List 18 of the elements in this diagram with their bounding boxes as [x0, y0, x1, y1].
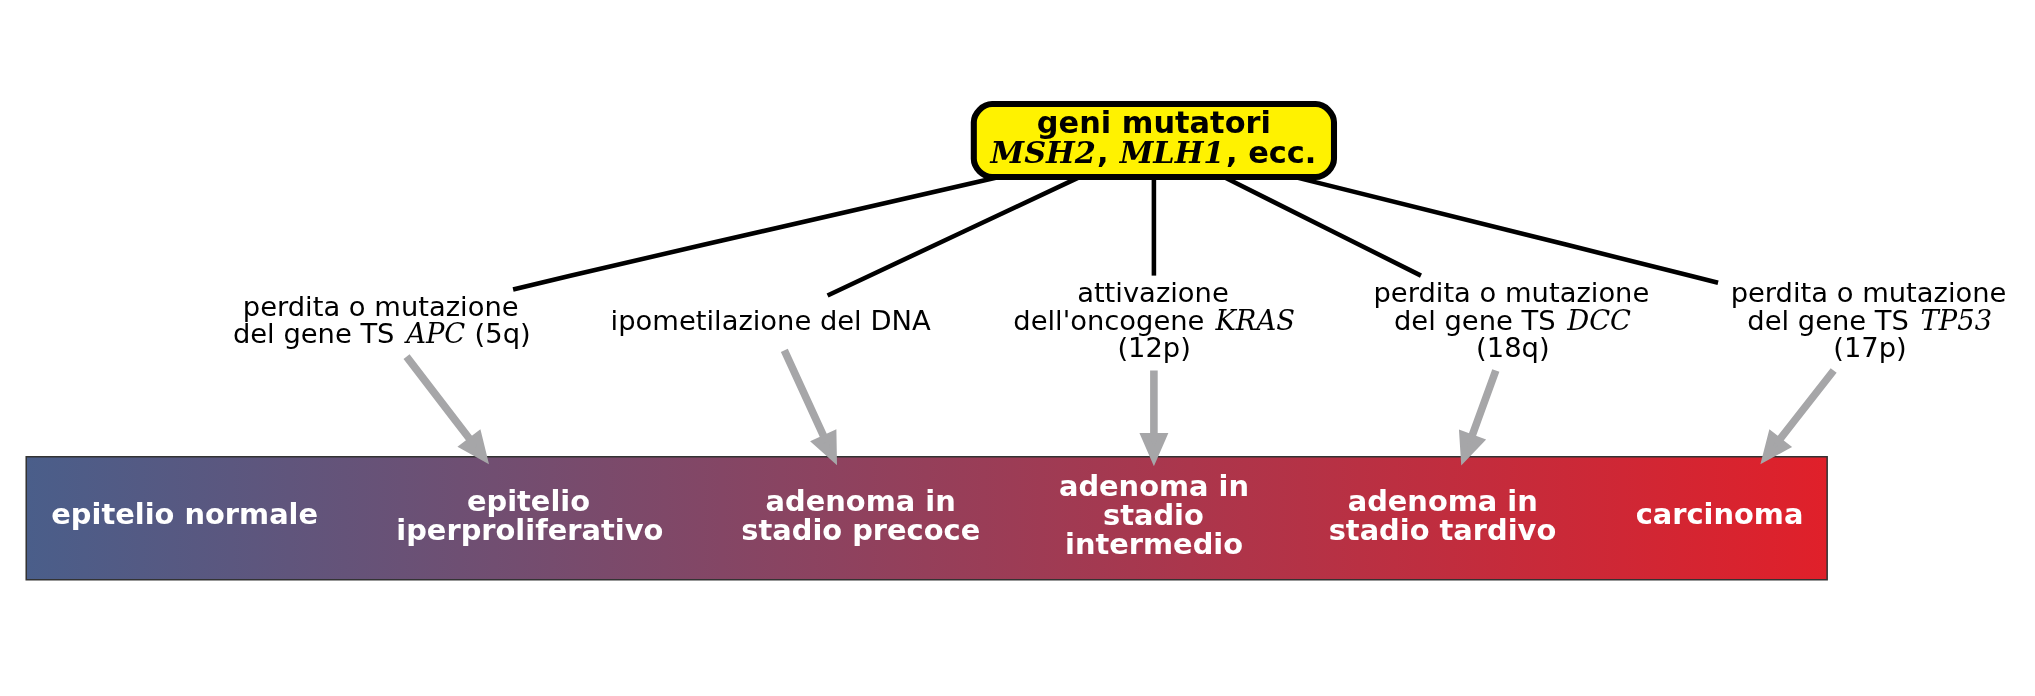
arrow	[403, 354, 489, 465]
arrow	[1458, 369, 1500, 466]
node-text: carcinoma	[1635, 496, 1804, 531]
cluster	[25, 455, 1828, 581]
arrow	[1760, 368, 1837, 465]
node-text: adenoma in stadio intermedio	[1058, 469, 1250, 562]
connector	[1151, 177, 1157, 276]
node-text: adenoma in stadio precoce	[741, 483, 981, 547]
node-box: geni mutatori MSH2, MLH1, ecc.	[970, 101, 1338, 181]
node-text: perdita o mutazione del gene TS DCC (18q)	[1373, 277, 1650, 363]
node-text: adenoma in stadio tardivo	[1328, 483, 1557, 547]
node-text: ipometilazione del DNA	[610, 304, 931, 336]
node-text: attivazione dell'oncogene KRAS (12p)	[1013, 277, 1295, 363]
node-text: epitelio normale	[51, 496, 319, 531]
node-text: epitelio iperproliferativo	[396, 483, 664, 547]
node-text: perdita o mutazione del gene TS APC (5q)	[232, 290, 531, 350]
arrow	[780, 348, 837, 466]
node-text: perdita o mutazione del gene TS TP53 (17p)	[1730, 277, 2007, 363]
